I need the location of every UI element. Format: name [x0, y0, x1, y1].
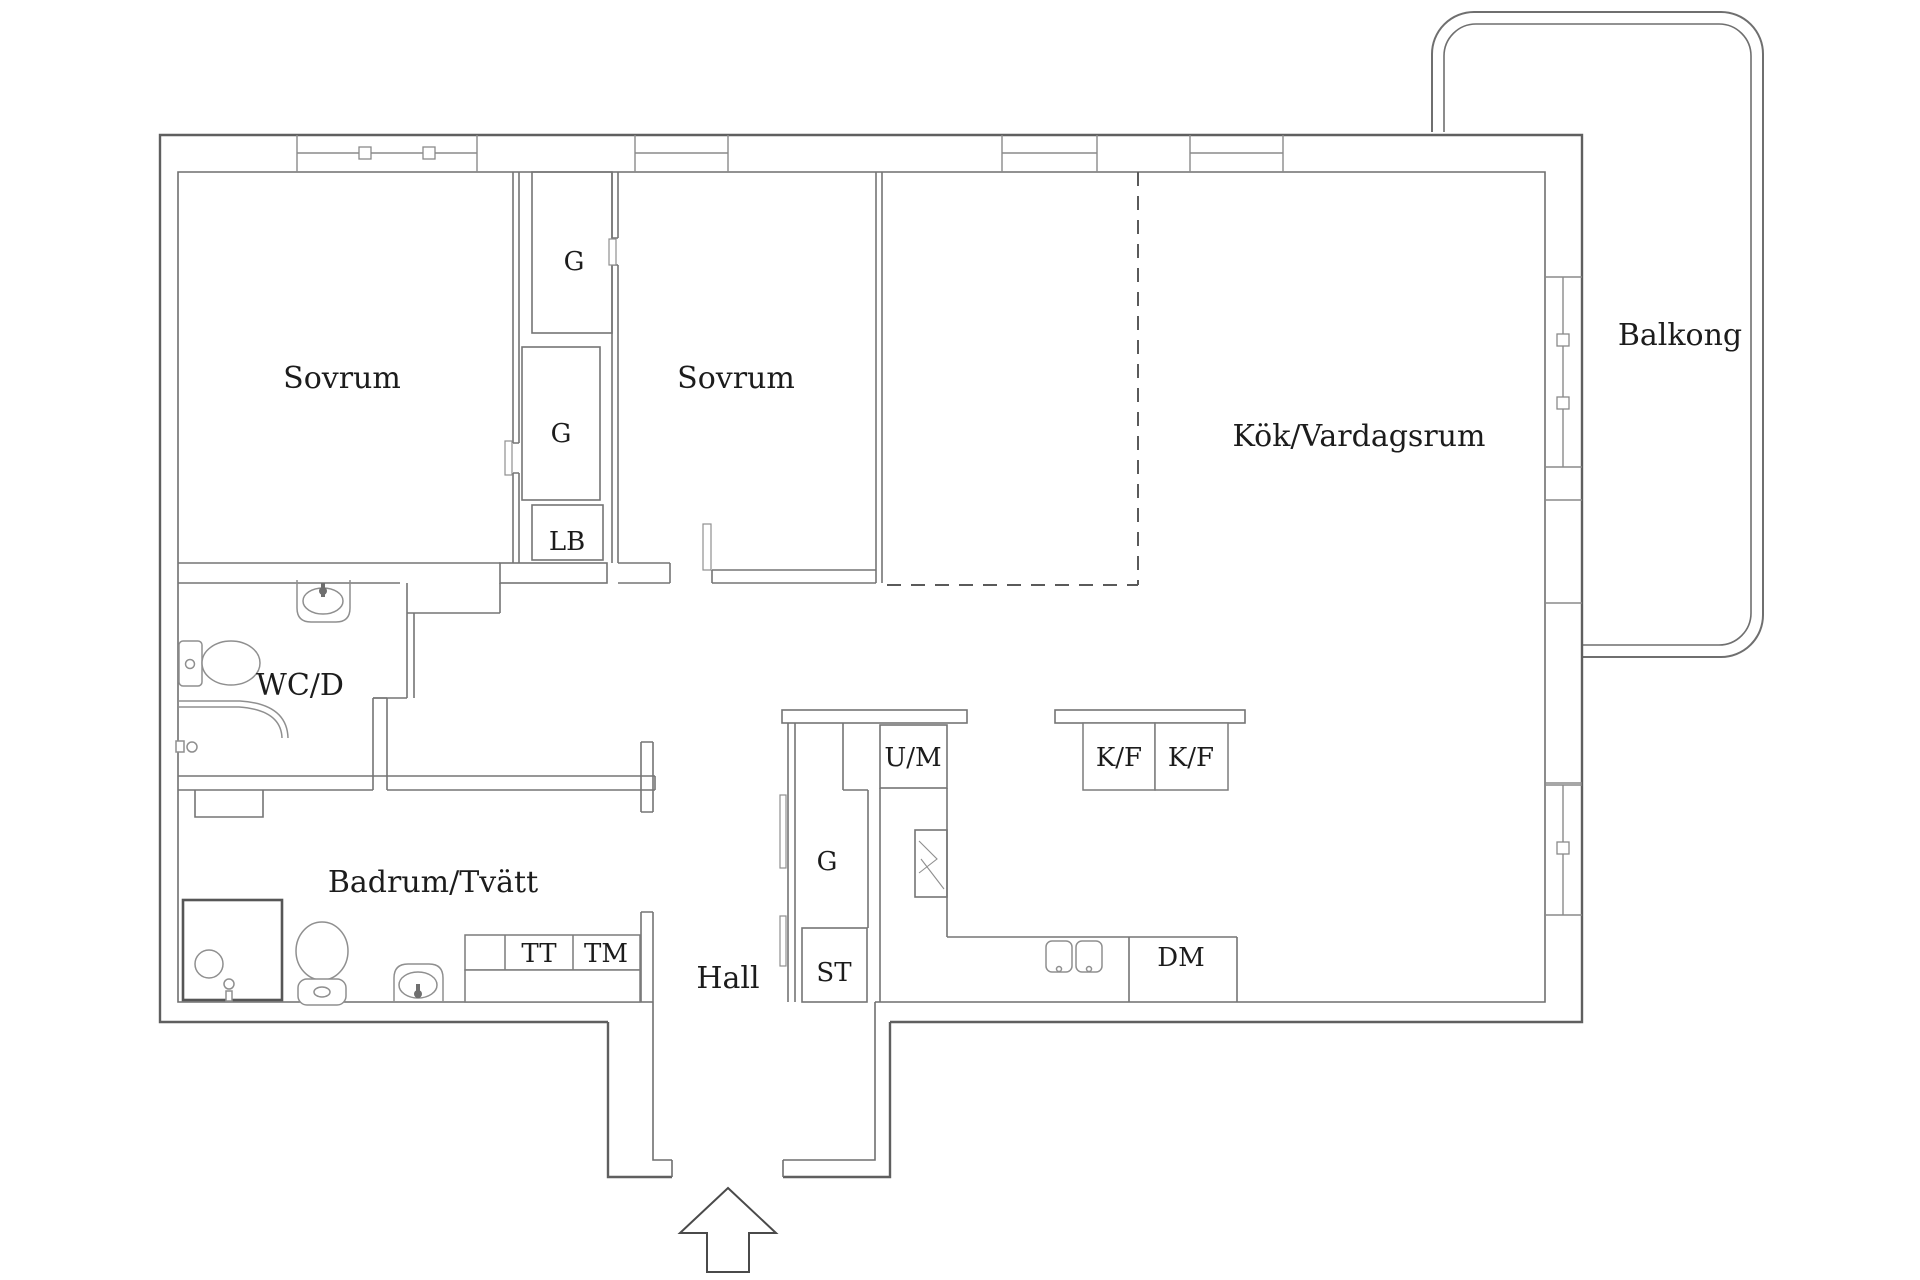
windows-right [1545, 602, 1582, 916]
label-fridge-freezer-2: K/F [1168, 743, 1214, 773]
label-tumble-dryer: TT [521, 939, 557, 969]
room-label-balcony: Balkong [1618, 318, 1742, 353]
wc-sink [296, 580, 351, 623]
window-symbol [358, 146, 372, 160]
sliding-door-leaf [779, 794, 787, 869]
toilet-tank [297, 978, 347, 1006]
label-wardrobe-2: G [551, 419, 572, 449]
bedroom-closets [499, 171, 619, 584]
label-dishwasher: DM [1157, 943, 1204, 973]
open-plan-boundary [887, 172, 1139, 586]
door-leaf [702, 523, 712, 571]
label-linen-cabinet: LB [549, 527, 585, 557]
window-symbol [422, 146, 436, 160]
room-label-bathroom: Badrum/Tvätt [328, 865, 538, 900]
toilet-bowl [295, 921, 349, 981]
door-swing [179, 700, 289, 739]
fridge-freezer-box [1154, 722, 1229, 791]
wardrobe-2-box [521, 346, 601, 501]
kitchen-sink-bowl [1075, 940, 1103, 973]
exterior-walls [158, 133, 1584, 1179]
shower-mixer [223, 978, 235, 990]
utility-cabinet-box [879, 724, 948, 789]
laundry-counter [464, 969, 641, 1003]
shower-enclosure [181, 898, 284, 1002]
windows-top [296, 135, 1284, 172]
label-washing-machine: TM [584, 939, 628, 969]
interior-walls [178, 172, 883, 1002]
room-label-kitchen-living: Kök/Vardagsrum [1233, 419, 1486, 454]
stove [914, 829, 948, 898]
balcony-door [1545, 276, 1582, 501]
room-label-hall: Hall [696, 961, 759, 996]
closet-door-leaf [504, 440, 513, 476]
wc-fixtures [175, 580, 351, 753]
labels: Sovrum Sovrum Kök/Vardagsrum Balkong WC/… [256, 247, 1742, 996]
hall-closets [779, 709, 968, 1003]
room-label-wc: WC/D [256, 668, 344, 703]
entrance-arrow-icon [677, 1186, 779, 1273]
linen-cabinet-box [531, 504, 604, 561]
fridge-freezer-box [1082, 722, 1156, 791]
bathroom-fixtures [181, 898, 641, 1006]
shower-drain [194, 949, 224, 979]
label-wardrobe-1: G [564, 247, 585, 277]
sliding-door-leaf [779, 915, 787, 967]
laundry-appliance-row [464, 934, 641, 971]
room-label-bedroom-2: Sovrum [677, 361, 795, 396]
label-utility-cabinet: U/M [884, 743, 941, 773]
closet-door-leaf [608, 238, 617, 266]
kitchen-sink-bowl [1045, 940, 1073, 973]
label-wardrobe-hall: G [817, 847, 838, 877]
cleaning-closet-box [801, 927, 868, 1003]
bathroom-sink [393, 963, 444, 1002]
toilet-tank [178, 640, 203, 687]
toilet-bowl [201, 640, 261, 686]
shower-head-icon [175, 740, 185, 753]
room-label-bedroom-1: Sovrum [283, 361, 401, 396]
label-fridge-freezer-1: K/F [1096, 743, 1142, 773]
label-cleaning-closet: ST [816, 958, 852, 988]
kitchen-fittings [879, 709, 1246, 1002]
